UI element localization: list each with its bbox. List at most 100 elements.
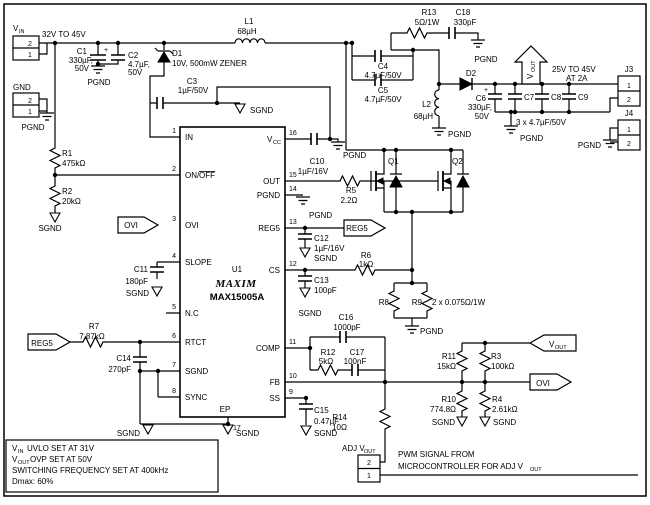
note2-sub: OUT bbox=[18, 460, 30, 466]
c1-value1: 330µF, bbox=[69, 56, 93, 65]
input-range-label: 32V TO 45V bbox=[42, 30, 86, 39]
sgnd-label-c13: SGND bbox=[298, 309, 321, 318]
pin-num-2: 2 bbox=[172, 166, 176, 173]
ic-pin-reg5: REG5 bbox=[258, 224, 280, 233]
c6-value2: 50V bbox=[475, 112, 490, 121]
pgnd-label-caps: PGND bbox=[520, 134, 543, 143]
c11-value: 180pF bbox=[125, 277, 148, 286]
pwm-note-sub: OUT bbox=[530, 467, 542, 473]
note1-v: V bbox=[12, 444, 18, 453]
gnd-title: GND bbox=[13, 83, 31, 92]
c16-value: 1000pF bbox=[333, 323, 360, 332]
notes-box bbox=[5, 439, 219, 493]
c12-value: 1µF/16V bbox=[314, 244, 345, 253]
pin-num-4: 4 bbox=[172, 253, 176, 260]
c10-ref: C10 bbox=[310, 157, 325, 166]
j4-ref: J4 bbox=[625, 109, 634, 118]
zener-D1 bbox=[154, 47, 174, 63]
junction-dots bbox=[52, 40, 572, 427]
j3-ref: J3 bbox=[625, 65, 634, 74]
r10-value: 774.8Ω bbox=[430, 405, 456, 414]
ic-pin-pgnd: PGND bbox=[257, 191, 280, 200]
pgnd-label-r89: PGND bbox=[420, 327, 443, 336]
r1-ref: R1 bbox=[62, 149, 73, 158]
sgnd-label-ep: SGND bbox=[236, 429, 259, 438]
c6-plus: + bbox=[484, 87, 488, 94]
c17-value: 100nF bbox=[344, 357, 367, 366]
q2-ref: Q2 bbox=[452, 157, 463, 166]
c18-ref: C18 bbox=[456, 8, 471, 17]
r3-ref: R3 bbox=[491, 352, 502, 361]
note4: Dmax: 60% bbox=[12, 477, 53, 486]
reg5-flag-left-label: REG5 bbox=[31, 339, 53, 348]
pgnd-label-j4: PGND bbox=[578, 141, 601, 150]
sgnd-label-r10: SGND bbox=[432, 418, 455, 427]
c2-value1: 4.7µF, bbox=[128, 60, 150, 69]
ic-pin-comp: COMP bbox=[256, 344, 280, 353]
note2-v: V bbox=[12, 455, 18, 464]
ovi-flag-right bbox=[529, 373, 573, 391]
c14-ref: C14 bbox=[116, 354, 131, 363]
d1-value: 10V, 500mW ZENER bbox=[172, 59, 247, 68]
c6-ref: C6 bbox=[476, 94, 487, 103]
c2-value2: 50V bbox=[128, 68, 143, 77]
reg5-flag-mid-label: REG5 bbox=[346, 224, 368, 233]
conn-vin-pin2: 2 bbox=[28, 41, 32, 48]
reg5-flag-mid bbox=[343, 219, 387, 237]
ic-pin-cs: CS bbox=[269, 266, 280, 275]
vout-top-sub: OUT bbox=[531, 60, 537, 72]
c4-value: 4.7µF/50V bbox=[364, 71, 402, 80]
output-range2: AT 2A bbox=[566, 74, 588, 83]
pin-num-16: 16 bbox=[289, 130, 297, 137]
vout-mid-sub: OUT bbox=[555, 345, 567, 351]
sgnd-label-r4: SGND bbox=[493, 418, 516, 427]
vin-title-sub: IN bbox=[19, 29, 25, 35]
pin-num-10: 10 bbox=[289, 373, 297, 380]
ic-pin-onoff-on: ON/ bbox=[185, 171, 200, 180]
sgnd-label-c3: SGND bbox=[250, 106, 273, 115]
pin-num-11: 11 bbox=[289, 339, 296, 346]
r13-value: 5Ω/1W bbox=[415, 18, 440, 27]
c17-ref: C17 bbox=[350, 348, 365, 357]
r7-value: 7.87kΩ bbox=[79, 332, 105, 341]
j3-pin2: 2 bbox=[627, 97, 631, 104]
inductor-L1 bbox=[234, 38, 266, 44]
pgnd-label-c1: PGND bbox=[87, 78, 110, 87]
conn-gnd-pin1: 1 bbox=[28, 109, 32, 116]
pin-num-8: 8 bbox=[172, 388, 176, 395]
ic-pin-ss: SS bbox=[269, 394, 280, 403]
q1-ref: Q1 bbox=[388, 157, 399, 166]
c18-value: 330pF bbox=[454, 18, 477, 27]
adj-vout-label: ADJ V bbox=[342, 444, 365, 453]
maxim-logo: MAXIM bbox=[214, 278, 257, 290]
pin-num-9: 9 bbox=[289, 389, 293, 396]
pwm-note-line2: MICROCONTROLLER FOR ADJ V bbox=[398, 462, 524, 471]
ic-pin-sync: SYNC bbox=[185, 393, 207, 402]
adj-vout-sub: OUT bbox=[364, 449, 376, 455]
u1-ref: U1 bbox=[232, 265, 243, 274]
vout-top-v: V bbox=[526, 73, 535, 79]
ic-pin-slope: SLOPE bbox=[185, 258, 212, 267]
inductor-L2 bbox=[434, 89, 440, 117]
pin-num-6: 6 bbox=[172, 333, 176, 340]
r7-ref: R7 bbox=[89, 322, 100, 331]
r14-value: 10Ω bbox=[332, 423, 347, 432]
c11-ref: C11 bbox=[134, 265, 149, 274]
pin-num-7: 7 bbox=[172, 362, 176, 369]
c16-ref: C16 bbox=[339, 313, 354, 322]
reg5-flag-left bbox=[27, 333, 72, 351]
c12-ref: C12 bbox=[314, 234, 329, 243]
r2-ref: R2 bbox=[62, 187, 73, 196]
c1-ref: C1 bbox=[77, 47, 88, 56]
c7-ref: C7 bbox=[524, 93, 535, 102]
output-range1: 25V TO 45V bbox=[552, 65, 596, 74]
pin-num-12: 12 bbox=[289, 261, 297, 268]
j4-pin2: 2 bbox=[627, 141, 631, 148]
ic-pin-onoff-off: OFF bbox=[199, 171, 215, 180]
c5-value: 4.7µF/50V bbox=[364, 95, 402, 104]
ic-pin-vcc: V bbox=[267, 135, 273, 144]
r6-value: 1kΩ bbox=[359, 260, 373, 269]
ic-U1 bbox=[179, 126, 286, 418]
